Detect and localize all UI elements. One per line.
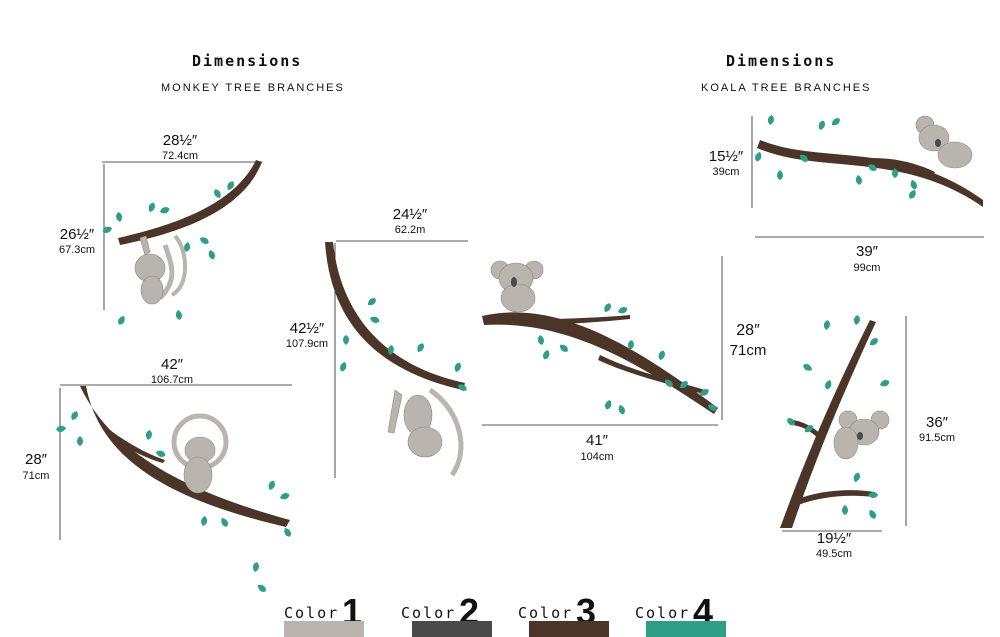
branch-shapes [80, 140, 983, 528]
color-1-label: Color [284, 604, 340, 622]
monkey-1 [134, 234, 188, 305]
color-3-label: Color [518, 604, 574, 622]
k2-height-metric: 39cm [712, 166, 740, 178]
k1-height-metric: 71cm [729, 342, 767, 359]
m1-height-metric: 67.3cm [58, 244, 96, 256]
k3-height-metric: 91.5cm [918, 432, 956, 444]
k1-width-metric: 104cm [580, 451, 614, 463]
m2-height-metric: 71cm [22, 470, 50, 482]
monkey-subtitle: MONKEY TREE BRANCHES [161, 82, 345, 94]
koala-3 [833, 410, 890, 460]
koala-2 [915, 115, 973, 169]
m1-height-inch: 26½″ [59, 226, 95, 243]
color-2-label: Color [401, 604, 457, 622]
m2-width-inch: 42″ [161, 356, 183, 373]
k3-height-inch: 36″ [926, 414, 948, 431]
koala-dimensions-title: Dimensions [726, 52, 837, 70]
monkey-2 [171, 413, 229, 494]
color-4-chip [646, 621, 726, 637]
color-4-label: Color [635, 604, 691, 622]
monkey-3 [387, 387, 464, 477]
m1-width-metric: 72.4cm [161, 150, 199, 162]
k1-height-inch: 28″ [736, 322, 760, 339]
k3-width-metric: 49.5cm [815, 548, 853, 560]
koala-1 [490, 260, 544, 313]
m2-height-inch: 28″ [25, 451, 47, 468]
animals [134, 115, 973, 494]
k2-width-metric: 99cm [853, 262, 881, 274]
color-3-number: 3 [576, 591, 597, 632]
m3-height-metric: 107.9cm [285, 338, 329, 350]
m3-width-inch: 24½″ [392, 206, 428, 223]
color-2-chip [412, 621, 492, 637]
m1-width-inch: 28½″ [162, 132, 198, 149]
monkey-dimensions-title: Dimensions [192, 52, 303, 70]
color-2-number: 2 [459, 591, 480, 632]
color-1-chip [284, 621, 364, 637]
k2-height-inch: 15½″ [708, 148, 744, 165]
k1-width-inch: 41″ [586, 432, 608, 449]
m3-height-inch: 42½″ [289, 320, 325, 337]
dimension-lines [59, 116, 984, 540]
color-4-number: 4 [693, 591, 714, 632]
m3-width-metric: 62.2m [394, 224, 426, 236]
color-1-number: 1 [342, 591, 363, 632]
k2-width-inch: 39″ [856, 243, 878, 260]
m2-width-metric: 106.7cm [150, 374, 194, 386]
koala-subtitle: KOALA TREE BRANCHES [701, 82, 872, 94]
color-3-chip [529, 621, 609, 637]
k3-width-inch: 19½″ [816, 530, 852, 547]
